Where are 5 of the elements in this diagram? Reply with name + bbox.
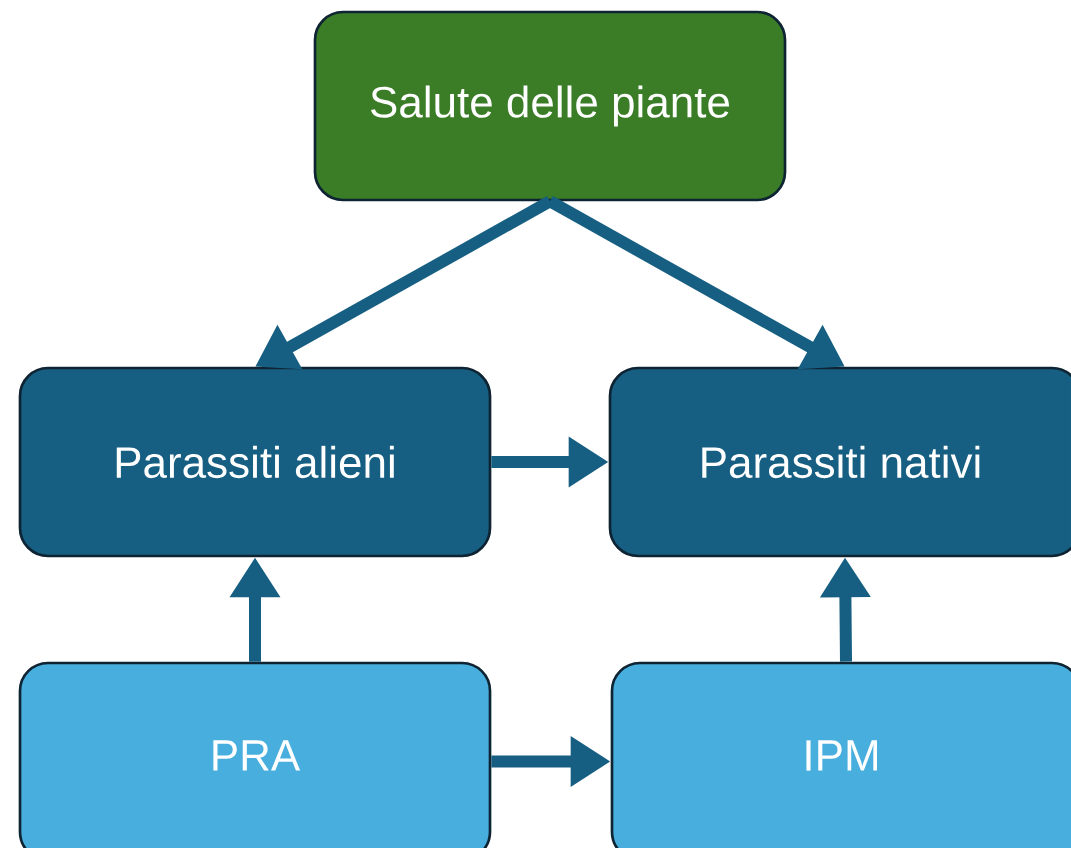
process-box: PRA [18, 661, 492, 848]
process-box: Parassiti nativi [608, 366, 1071, 558]
process-box: Salute delle piante [313, 10, 787, 202]
process-box: IPM [610, 661, 1071, 848]
process-box: Parassiti alieni [18, 366, 492, 558]
